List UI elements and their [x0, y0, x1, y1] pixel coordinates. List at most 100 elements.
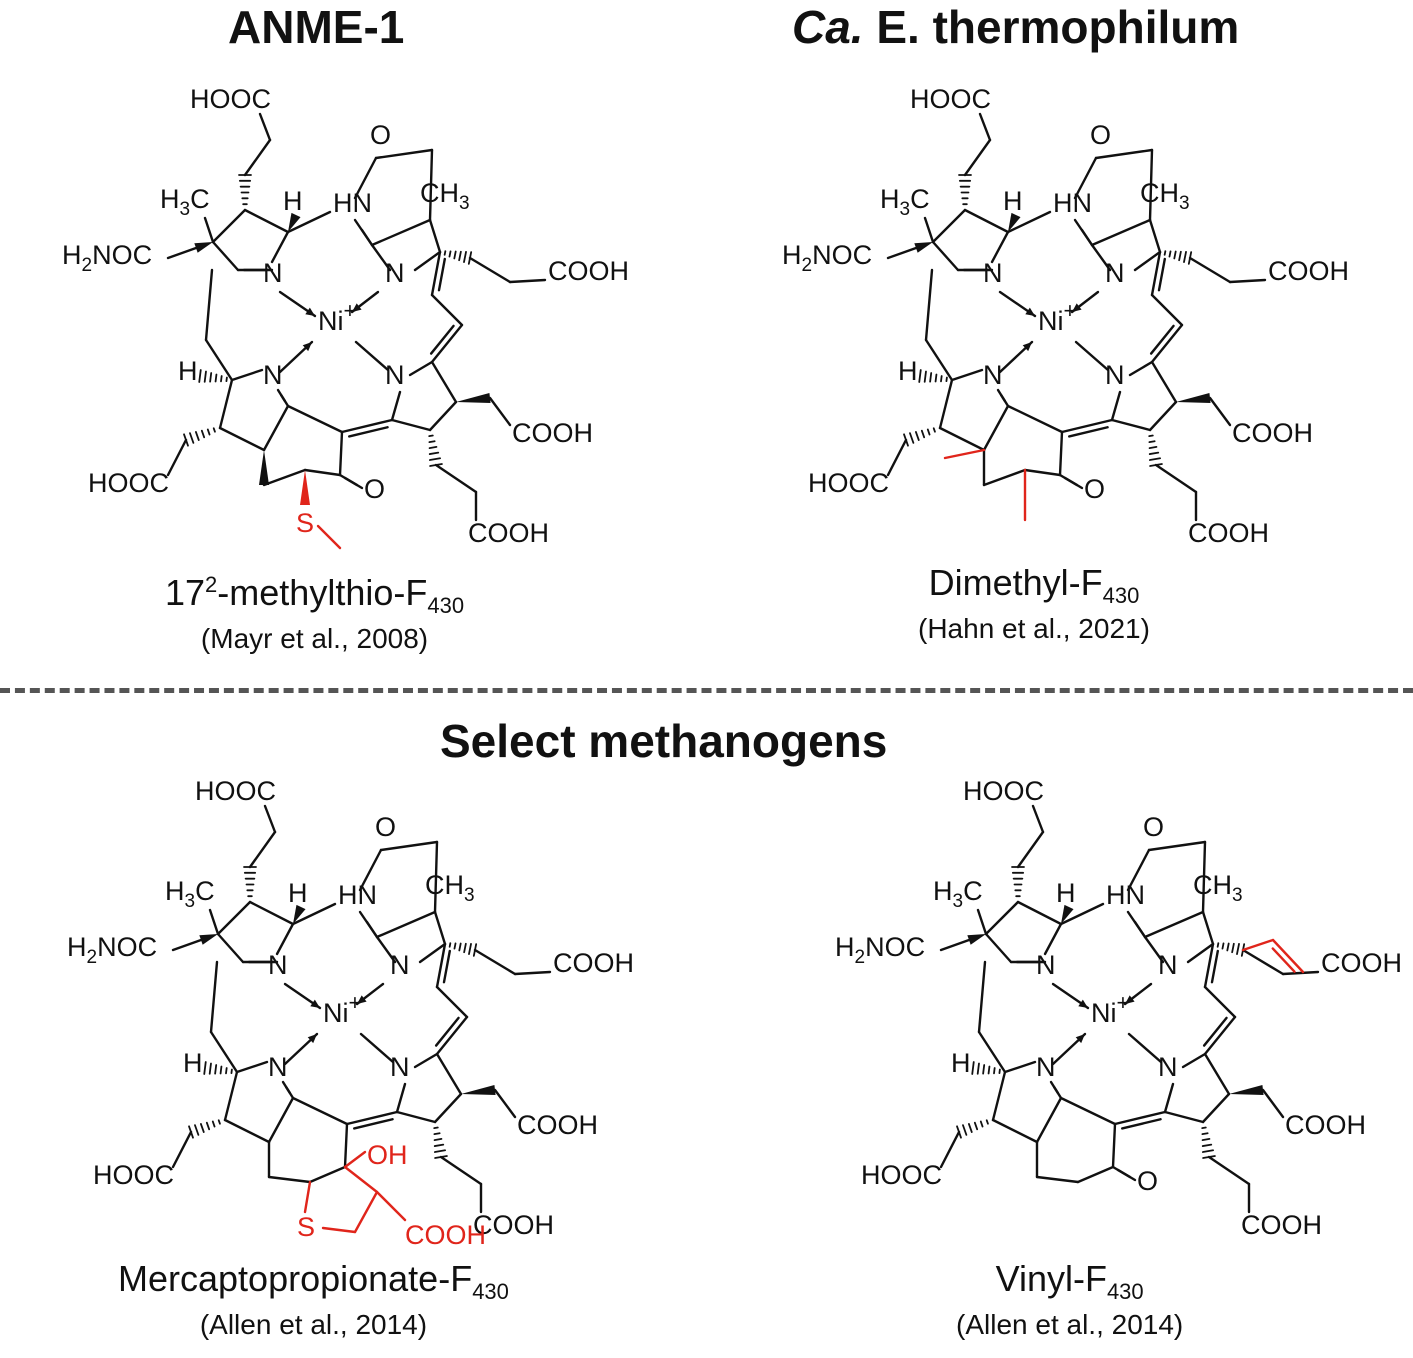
atom-label: COOH — [548, 256, 629, 286]
bond — [230, 368, 264, 382]
bond — [1201, 1092, 1231, 1124]
bond — [433, 1092, 463, 1124]
atom-label: N — [390, 950, 410, 980]
atom-label: H3C — [165, 876, 215, 912]
atom-label: HOOC — [93, 1160, 174, 1190]
bond — [1281, 970, 1320, 976]
bond — [1060, 418, 1114, 434]
title-anme1: ANME-1 — [228, 1, 405, 53]
bond — [1126, 848, 1151, 892]
hashed-bond-segment — [962, 1124, 968, 1136]
hashed-bond-segment — [225, 1067, 228, 1075]
bond — [982, 404, 1010, 452]
title-methanogens: Select methanogens — [440, 715, 888, 767]
atom-label: HOOC — [88, 468, 169, 498]
bond — [275, 922, 295, 956]
bond — [977, 960, 987, 1034]
bond — [1016, 830, 1045, 869]
bond — [435, 985, 469, 1019]
hashed-bond-segment — [434, 1149, 446, 1153]
bond — [267, 1175, 312, 1184]
bond — [1006, 210, 1052, 234]
bond — [434, 463, 478, 494]
bond — [429, 324, 455, 355]
bond — [1068, 426, 1109, 438]
coordination-arrowhead — [305, 307, 315, 316]
hashed-bond-segment — [909, 432, 915, 444]
hashed-bond-segment — [209, 372, 213, 383]
hashed-bond-segment — [1183, 251, 1187, 263]
atom-label: S — [297, 1212, 315, 1242]
bond — [248, 900, 295, 926]
hashed-bond-segment — [203, 1061, 207, 1075]
name-base: 17 — [165, 572, 206, 613]
name-sub: 430 — [1102, 583, 1140, 609]
bond — [243, 138, 272, 177]
coordination-arrowhead — [1075, 1034, 1085, 1044]
bond — [340, 418, 394, 434]
bond — [338, 430, 344, 477]
bond — [468, 256, 512, 284]
bond — [1059, 1096, 1117, 1126]
coordination-arrowhead — [302, 342, 312, 352]
hashed-bond-segment — [1226, 942, 1230, 952]
name-sub: 430 — [427, 593, 465, 619]
bond — [211, 208, 247, 244]
bond — [308, 1165, 347, 1184]
name-base: Mercaptopropionate-F — [118, 1258, 473, 1299]
bond — [428, 148, 434, 222]
atom-label: N — [268, 950, 288, 980]
atom-label: COOH — [517, 1110, 598, 1140]
bond — [433, 840, 439, 914]
bond — [434, 1016, 460, 1047]
bond — [243, 208, 290, 234]
name-rest: -methylthio-F — [217, 572, 428, 613]
atom-label: HN — [1053, 188, 1092, 218]
bond — [999, 393, 1007, 403]
atom-label: COOH — [1285, 1110, 1366, 1140]
compound-name: Dimethyl-F430 — [918, 562, 1150, 609]
hashed-bond-segment — [940, 375, 943, 383]
bond — [209, 960, 219, 1034]
hashed-bond-segment — [453, 942, 457, 950]
bond — [223, 1118, 271, 1144]
atom-label: HOOC — [963, 776, 1044, 806]
hashed-bond-segment — [914, 431, 920, 441]
hashed-bond-segment — [1201, 1132, 1209, 1136]
bond — [375, 1190, 407, 1222]
hashed-bond-segment — [976, 1062, 980, 1075]
hashed-bond-segment — [428, 440, 436, 444]
bond — [1150, 250, 1162, 297]
hashed-bond-segment — [993, 1067, 996, 1075]
bond — [1035, 1175, 1080, 1184]
bond — [166, 246, 198, 260]
bond — [286, 210, 332, 234]
wedge-bond — [1061, 904, 1074, 924]
atom-label: H — [898, 356, 918, 386]
bond — [1121, 1118, 1162, 1130]
hashed-bond-segment — [194, 1124, 200, 1136]
wedge-bond — [194, 242, 213, 253]
atom-label: COOH — [1232, 418, 1313, 448]
bond — [1003, 1060, 1037, 1074]
bond — [343, 1122, 349, 1169]
bond — [211, 240, 240, 272]
wedge-bond — [967, 934, 986, 945]
bond — [488, 396, 512, 427]
name-sub: 430 — [472, 1279, 509, 1305]
hashed-bond-segment — [463, 942, 467, 954]
atom-label: N — [1105, 258, 1125, 288]
bond — [430, 323, 464, 364]
hashed-bond-segment — [220, 375, 223, 383]
bond — [1150, 323, 1184, 364]
atom-label: OH — [367, 1140, 408, 1170]
bond — [1241, 948, 1285, 976]
bond — [374, 148, 434, 160]
atom-label: N — [1036, 1052, 1056, 1082]
wedge-bond — [1229, 1085, 1264, 1095]
citation: (Allen et al., 2014) — [199, 1309, 428, 1341]
bond — [430, 360, 458, 404]
coordination-arrowhead — [1078, 999, 1088, 1008]
hashed-bond-segment — [212, 427, 216, 433]
bond — [1207, 1155, 1251, 1186]
